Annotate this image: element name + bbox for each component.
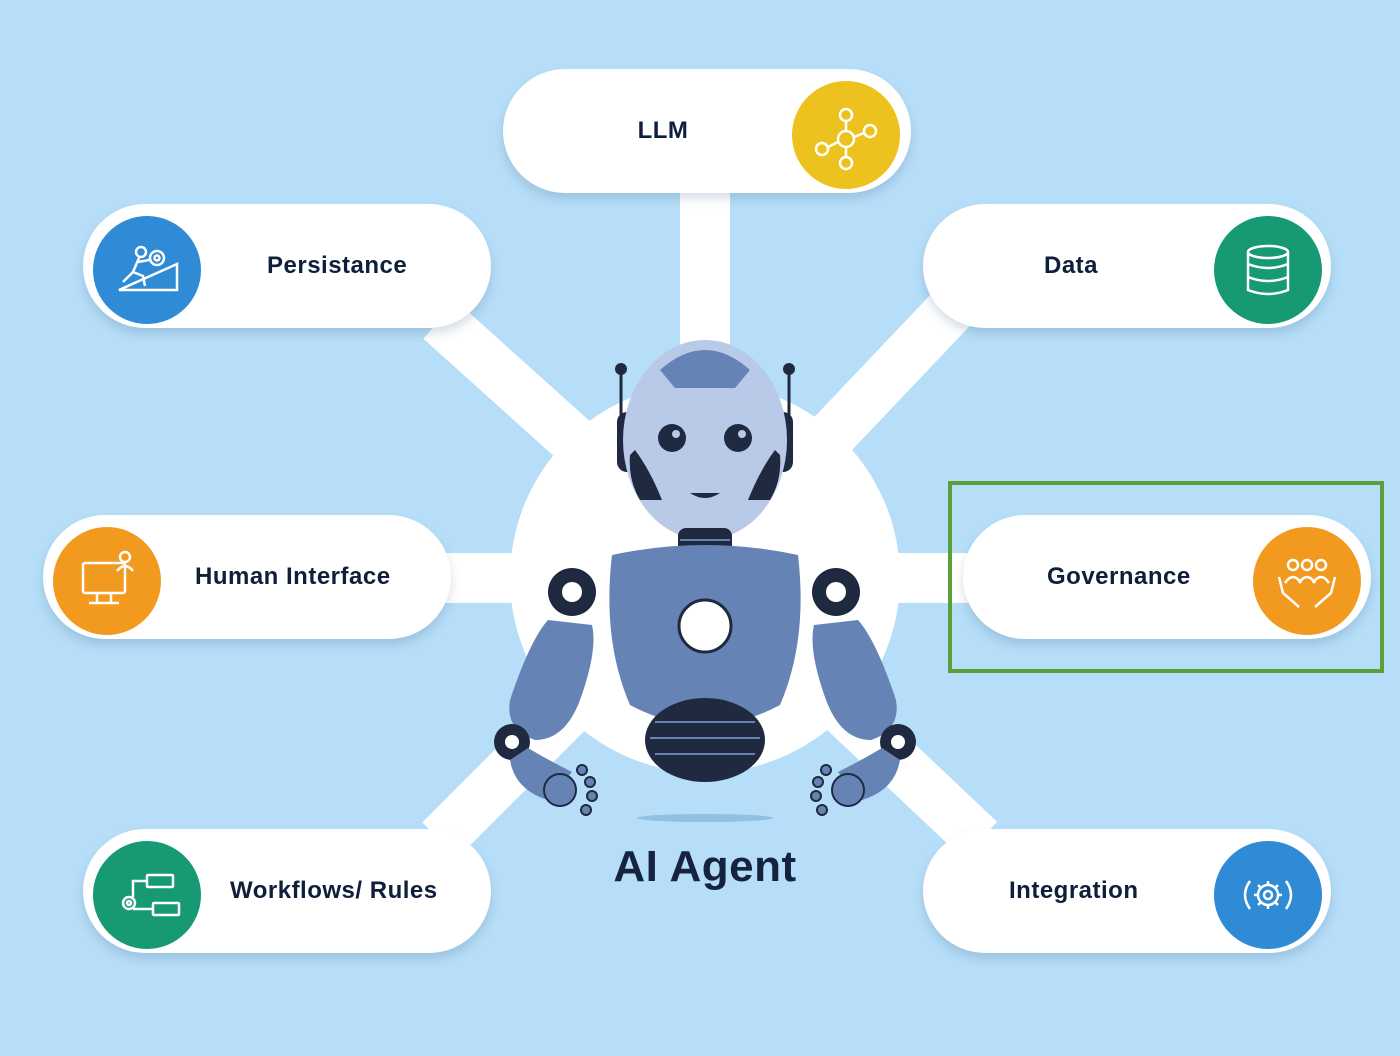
- node-label-workflows: Workflows/ Rules: [230, 877, 438, 904]
- node-data: Data: [923, 204, 1331, 328]
- node-label-llm: LLM: [637, 117, 689, 144]
- node-llm: LLM: [503, 69, 911, 193]
- node-label-human-interface: Human Interface: [195, 563, 391, 590]
- node-human-interface: Human Interface: [43, 515, 451, 639]
- node-label-data: Data: [1044, 252, 1099, 279]
- node-integration: Integration: [923, 829, 1331, 953]
- highlight-box: [948, 481, 1384, 673]
- workflow-icon: [93, 841, 201, 949]
- node-label-persistance: Persistance: [267, 252, 408, 279]
- database-icon: [1214, 216, 1322, 324]
- climb-icon: [93, 216, 201, 324]
- node-workflows: Workflows/ Rules: [83, 829, 491, 953]
- network-icon: [792, 81, 900, 189]
- gear-icon: [1214, 841, 1322, 949]
- node-label-integration: Integration: [1009, 877, 1139, 904]
- monitor-user-icon: [53, 527, 161, 635]
- people-hands-icon: [1253, 527, 1361, 635]
- node-governance: Governance: [963, 515, 1371, 639]
- node-persistance: Persistance: [83, 204, 491, 328]
- diagram-title: AI Agent: [613, 842, 797, 891]
- node-label-governance: Governance: [1047, 563, 1191, 590]
